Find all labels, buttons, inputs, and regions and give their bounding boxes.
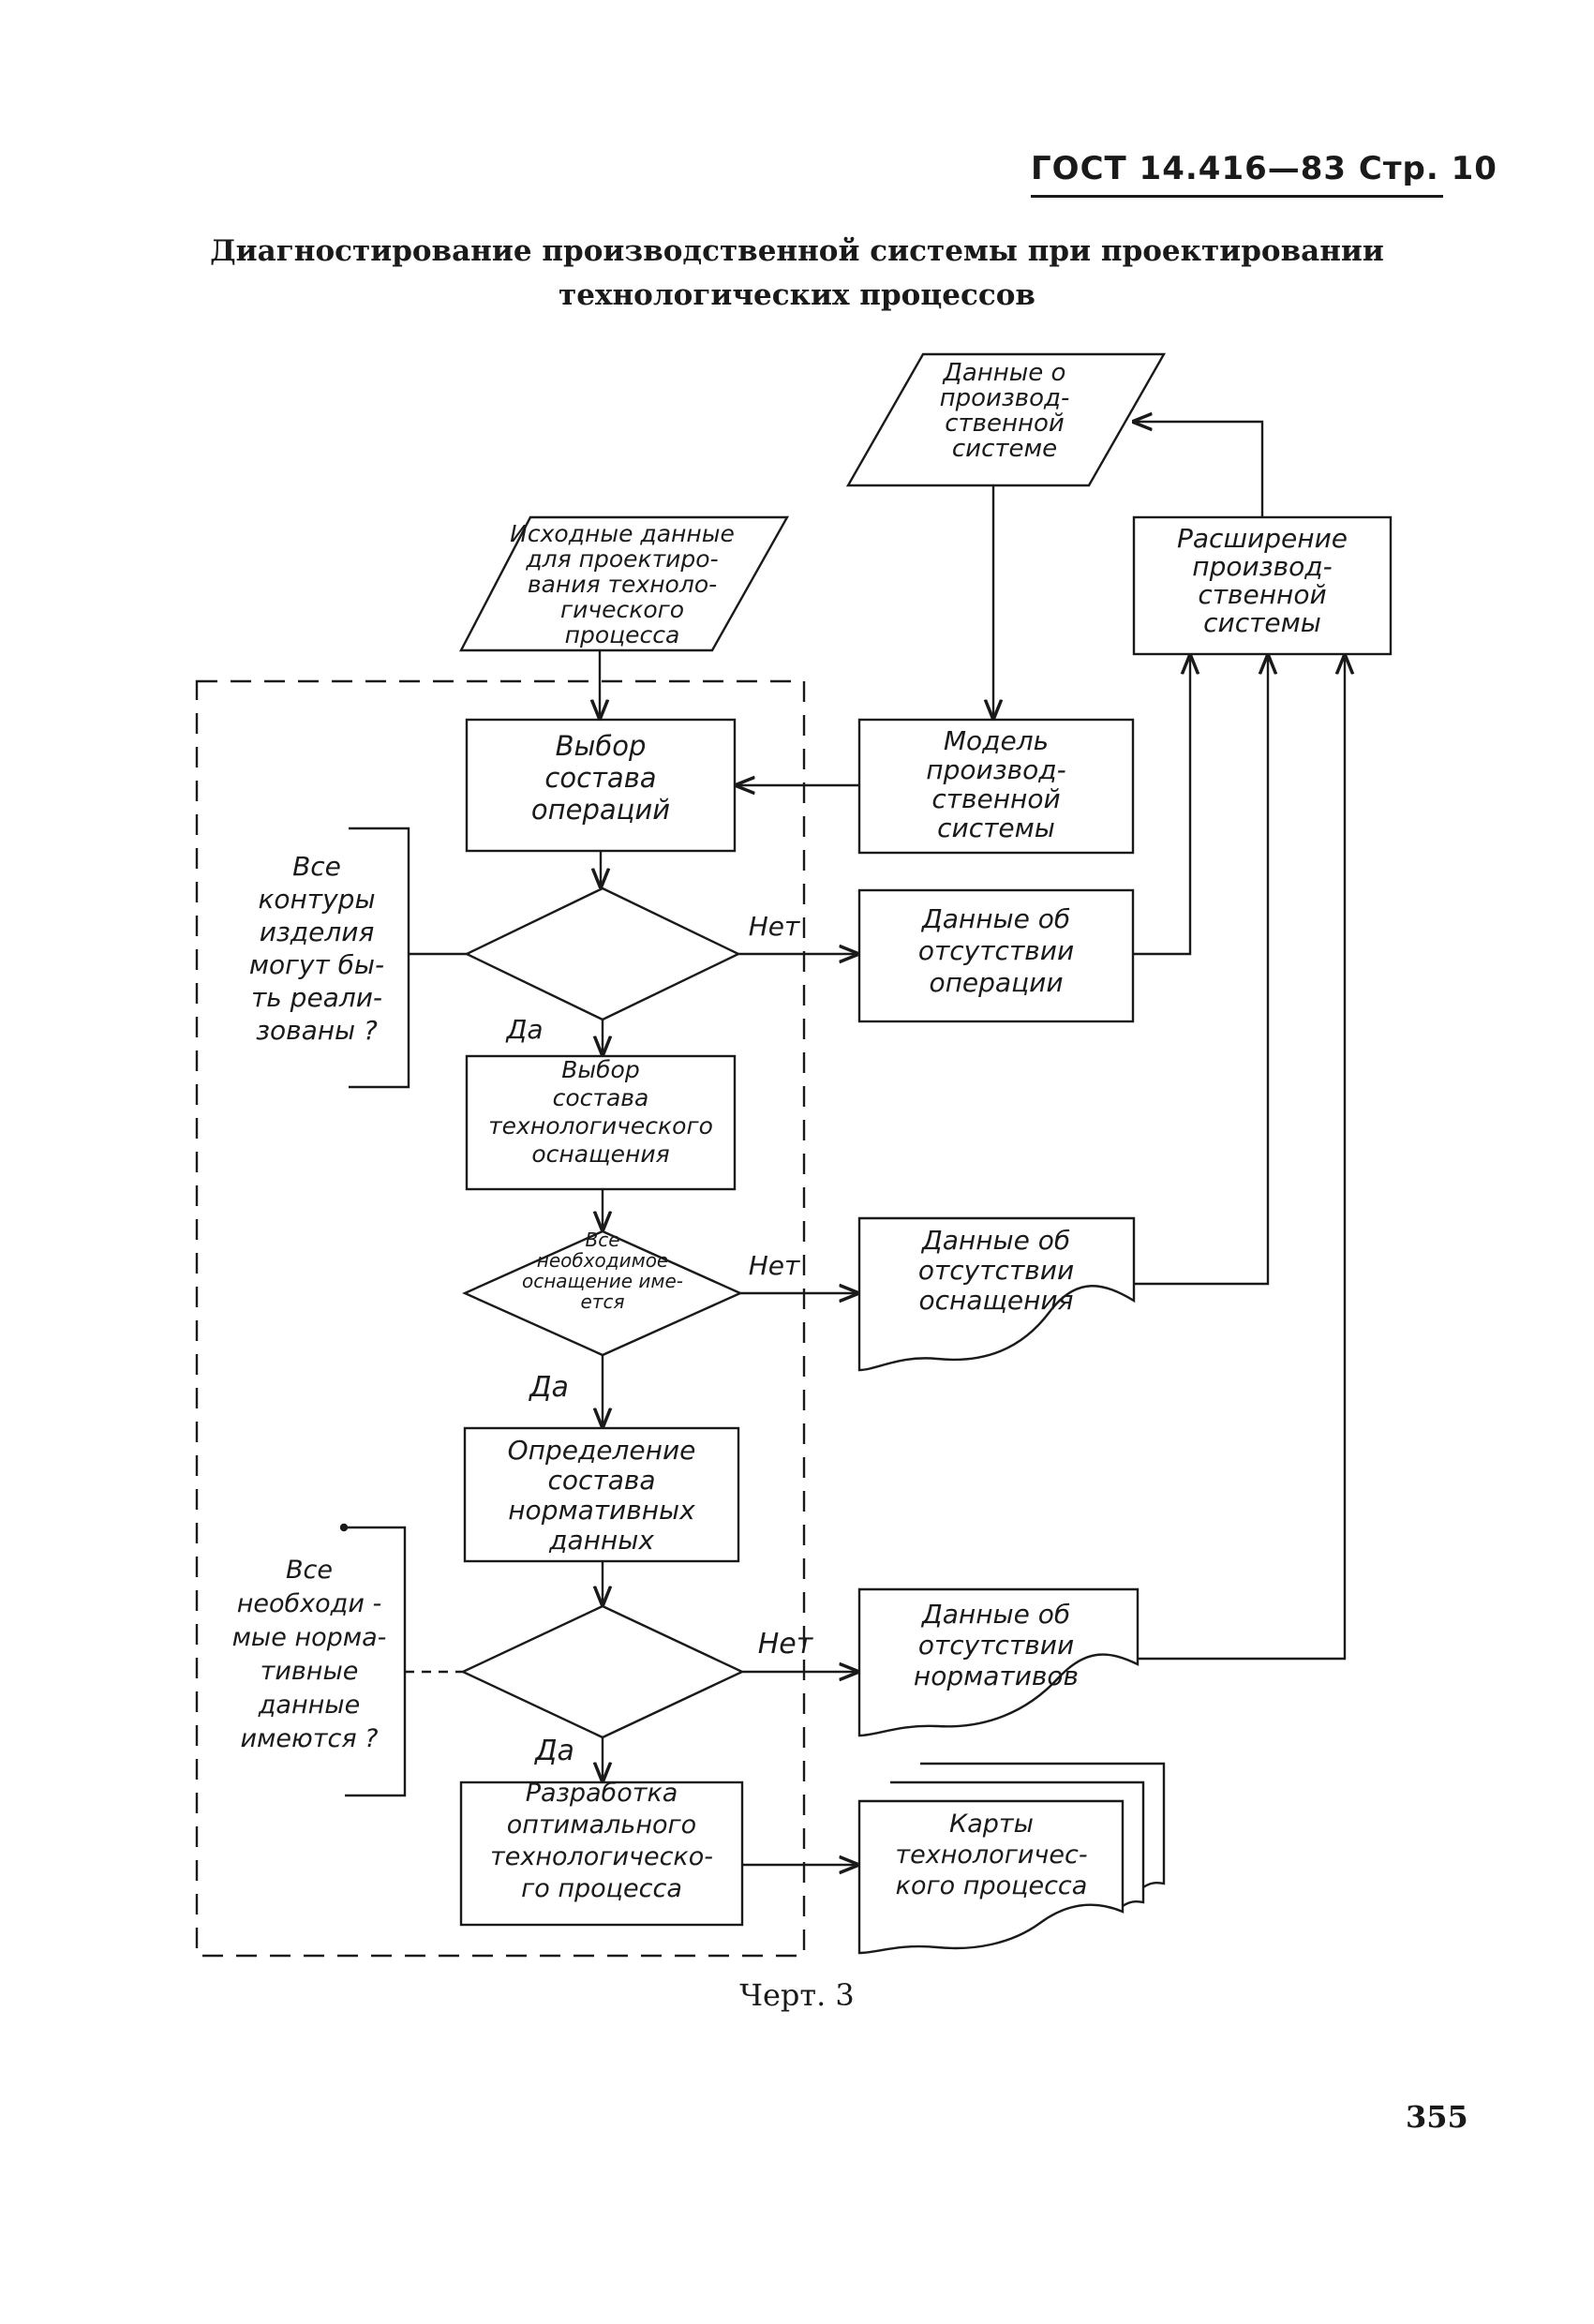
develop-process-label-line: Разработка	[526, 1779, 678, 1808]
choose-equipment-label-line: оснащения	[531, 1140, 669, 1168]
no-equipment-label-line: оснащения	[919, 1285, 1074, 1316]
data-production-system-label-line: производ-	[940, 384, 1070, 412]
no-norms-label-line: нормативов	[914, 1661, 1079, 1691]
q-norms-label-line: тивные	[261, 1657, 359, 1686]
initial-data-label-line: процесса	[565, 621, 680, 648]
initial-data-label-line: вания техноло-	[528, 571, 717, 598]
q-norms-label-line: мые норма-	[232, 1623, 387, 1652]
process-cards-stack-mid	[890, 1780, 1145, 1908]
q-contours-label-line: зованы ?	[256, 1015, 378, 1046]
process-cards-label-line: кого процесса	[896, 1871, 1088, 1900]
develop-process-label-line: го процесса	[521, 1874, 682, 1903]
process-cards-label-line: технологичес-	[895, 1840, 1087, 1870]
model-label-line: производ-	[926, 754, 1065, 785]
model-label-line: ственной	[931, 783, 1060, 814]
define-norms-label-line: состава	[547, 1465, 655, 1496]
data-production-system-shape	[845, 352, 1167, 487]
choose-operations-label-line: состава	[544, 762, 656, 794]
figure-title-line-1: Диагностирование производственной систем…	[210, 234, 1384, 268]
page-number: 355	[1406, 2099, 1468, 2135]
bracket-norms	[345, 1526, 407, 1797]
figure-caption: Черт. 3	[739, 1977, 855, 2013]
bracket-contours	[349, 827, 410, 1089]
q-norms-label-line: необходи -	[237, 1589, 381, 1618]
initial-data-label-line: Исходные данные	[510, 520, 735, 547]
data-production-system-label-line: Данные о	[943, 359, 1066, 387]
choose-equipment-label-line: состава	[553, 1084, 649, 1111]
q-contours-label-line: Все	[292, 851, 341, 882]
choose-operations-label-line: операций	[531, 794, 670, 826]
data-production-system-label-line: ственной	[945, 410, 1065, 438]
expansion-label-line: Расширение	[1177, 523, 1348, 554]
define-norms-label-line: Определение	[508, 1435, 696, 1466]
figure-title-line-2: технологических процессов	[559, 278, 1035, 312]
no-operations-label-line: отсутствии	[918, 935, 1074, 966]
q-norms-label-line: имеются ?	[241, 1724, 379, 1753]
q-norms-label-line: данные	[258, 1691, 360, 1720]
q-norms-label-line: Все	[286, 1556, 333, 1585]
feedback-no-equipment	[1134, 656, 1268, 1286]
develop-process-label-line: технологическо-	[490, 1842, 713, 1871]
q-equipment-label-line: Все	[585, 1229, 619, 1251]
decision-contours-diamond	[464, 886, 741, 1021]
expansion-label-line: ственной	[1198, 579, 1326, 610]
no-norms-document	[857, 1587, 1140, 1737]
q-contours-label-line: контуры	[258, 884, 375, 915]
choose-equipment-label-line: Выбор	[561, 1056, 639, 1083]
q-equipment-label-line: необходимое	[537, 1249, 668, 1272]
no-norms-label-line: Данные об	[920, 1599, 1070, 1630]
define-norms-label-line: данных	[548, 1525, 654, 1556]
edge-label-no: Нет	[749, 911, 800, 942]
q-equipment-label-line: оснащение име-	[522, 1270, 683, 1292]
procedure-boundary	[195, 679, 806, 1958]
process-cards-stack-back	[920, 1762, 1166, 1889]
header-rule	[1031, 195, 1443, 198]
edge-label-yes: Да	[504, 1014, 543, 1045]
model-label-line: Модель	[944, 725, 1049, 756]
data-production-system-label-line: системе	[952, 435, 1057, 463]
q-contours-label-line: изделия	[260, 916, 375, 947]
expansion-label-line: системы	[1203, 607, 1321, 638]
no-equipment-label-line: отсутствии	[918, 1255, 1074, 1286]
process-cards-front	[857, 1799, 1125, 1955]
no-equipment-document	[857, 1216, 1136, 1372]
document-header: ГОСТ 14.416—83 Стр. 10	[1031, 150, 1497, 187]
choose-operations-label-line: Выбор	[556, 730, 647, 762]
expansion-label-line: производ-	[1192, 551, 1332, 582]
q-contours-label-line: ть реали-	[251, 982, 382, 1013]
edge-label-yes: Да	[528, 1371, 569, 1404]
edge-label-no: Нет	[758, 1628, 814, 1661]
q-equipment-label-line: ется	[581, 1290, 625, 1313]
feedback-no-norms	[1138, 656, 1345, 1661]
no-operations-label-line: Данные об	[920, 903, 1070, 934]
no-operations-label-line: операции	[929, 967, 1063, 998]
feedback-expansion-to-data	[1134, 422, 1264, 517]
edge-label-no: Нет	[749, 1250, 800, 1281]
define-norms-label-line: нормативных	[508, 1495, 695, 1526]
decision-norms-diamond	[460, 1604, 745, 1739]
no-equipment-label-line: Данные об	[920, 1225, 1070, 1256]
choose-equipment-label-line: технологического	[488, 1112, 713, 1140]
edge-label-yes: Да	[533, 1735, 574, 1767]
no-norms-label-line: отсутствии	[918, 1630, 1074, 1661]
bracket-tick	[339, 1523, 349, 1532]
initial-data-label-line: гического	[560, 596, 684, 623]
initial-data-label-line: для проектиро-	[525, 545, 718, 573]
model-label-line: системы	[937, 812, 1055, 843]
feedback-no-operations	[1133, 656, 1190, 956]
q-contours-label-line: могут бы-	[249, 949, 384, 980]
initial-data-shape	[459, 515, 790, 652]
develop-process-label-line: оптимального	[507, 1810, 696, 1840]
process-cards-label-line: Карты	[949, 1810, 1034, 1839]
